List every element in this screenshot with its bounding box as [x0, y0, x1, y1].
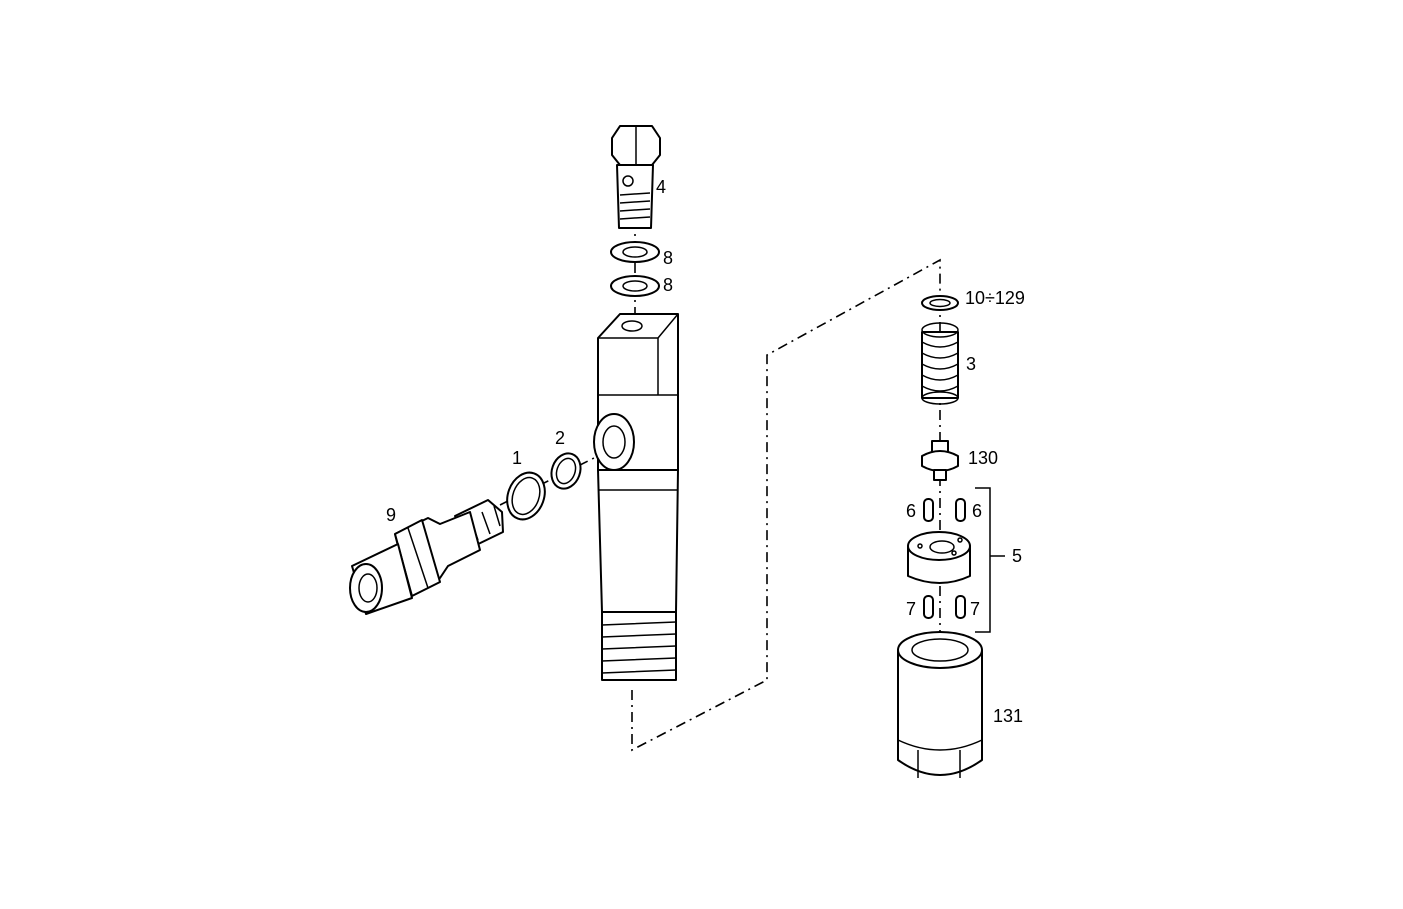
- assembly-guide-line: [631, 258, 941, 752]
- dowel-pin-6-right: [955, 498, 966, 522]
- intermediate-disc: [907, 531, 971, 584]
- group-bracket: [975, 487, 991, 633]
- seal-ring-small: [550, 452, 582, 490]
- callout-2: 2: [555, 428, 565, 448]
- callout-6-left: 6: [906, 501, 916, 521]
- compression-spring: [921, 322, 959, 405]
- o-ring: [506, 471, 546, 521]
- callout-1: 1: [512, 448, 522, 468]
- callout-8-lower: 8: [663, 275, 673, 295]
- callout-10-129: 10÷129: [965, 288, 1025, 308]
- dowel-pin-6-left: [923, 498, 934, 522]
- thrust-pin: [921, 440, 959, 481]
- nozzle-retaining-nut: [897, 631, 983, 778]
- callout-131: 131: [993, 706, 1023, 726]
- callout-6-right: 6: [972, 501, 982, 521]
- callout-5: 5: [1012, 546, 1022, 566]
- hollow-bolt: [611, 125, 661, 229]
- dowel-pin-7-left: [923, 595, 934, 619]
- callout-7-right: 7: [970, 599, 980, 619]
- callout-9: 9: [386, 505, 396, 525]
- sealing-washer-lower: [610, 275, 660, 297]
- callout-130: 130: [968, 448, 998, 468]
- sealing-washer-upper: [610, 241, 660, 263]
- callout-4: 4: [656, 177, 666, 197]
- adjusting-shim: [921, 295, 959, 311]
- inlet-connector: [349, 499, 504, 615]
- callout-3: 3: [966, 354, 976, 374]
- dowel-pin-7-right: [955, 595, 966, 619]
- callout-7-left: 7: [906, 599, 916, 619]
- injector-holder-body: [593, 313, 679, 681]
- callout-8-upper: 8: [663, 248, 673, 268]
